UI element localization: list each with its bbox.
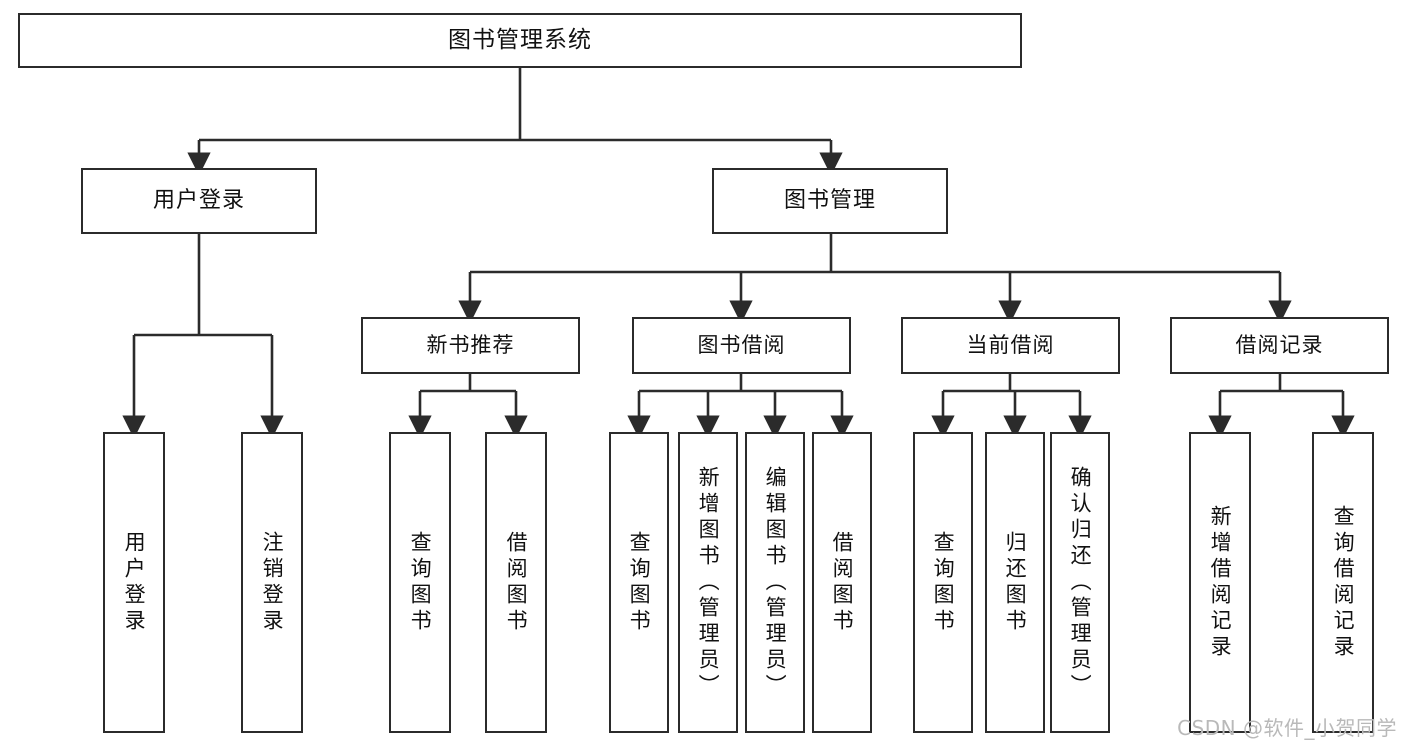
leaf-query-book-cb[interactable]: 查询图书: [913, 432, 973, 733]
node-current-borrow[interactable]: 当前借阅: [901, 317, 1120, 374]
node-book-management-label: 图书管理: [783, 188, 876, 214]
node-new-book-recommend[interactable]: 新书推荐: [361, 317, 580, 374]
leaf-query-book-cb-label: 查询图书: [931, 530, 956, 635]
leaf-user-login[interactable]: 用户登录: [103, 432, 165, 733]
leaf-return-book-label: 归还图书: [1003, 530, 1028, 635]
leaf-add-book-admin[interactable]: 新增图书（管理员）: [678, 432, 738, 733]
leaf-query-book-bb-label: 查询图书: [627, 530, 652, 635]
leaf-query-borrow-record[interactable]: 查询借阅记录: [1312, 432, 1374, 733]
node-current-borrow-label: 当前借阅: [966, 333, 1055, 358]
node-book-borrow-label: 图书借阅: [697, 333, 786, 358]
node-book-management[interactable]: 图书管理: [712, 168, 948, 234]
leaf-add-book-admin-label: 新增图书（管理员）: [696, 465, 721, 700]
node-user-login-label: 用户登录: [152, 188, 245, 214]
leaf-query-borrow-record-label: 查询借阅记录: [1331, 504, 1356, 661]
leaf-edit-book-admin-label: 编辑图书（管理员）: [763, 465, 788, 700]
leaf-borrow-book-nbr-label: 借阅图书: [504, 530, 529, 635]
leaf-logout[interactable]: 注销登录: [241, 432, 303, 733]
leaf-confirm-return-admin-label: 确认归还（管理员）: [1068, 465, 1093, 700]
node-new-book-recommend-label: 新书推荐: [426, 333, 515, 358]
leaf-edit-book-admin[interactable]: 编辑图书（管理员）: [745, 432, 805, 733]
node-root-label: 图书管理系统: [448, 27, 592, 54]
watermark-text: CSDN @软件_小贺同学: [1177, 716, 1397, 740]
leaf-return-book[interactable]: 归还图书: [985, 432, 1045, 733]
node-borrow-record-label: 借阅记录: [1235, 333, 1324, 358]
leaf-confirm-return-admin[interactable]: 确认归还（管理员）: [1050, 432, 1110, 733]
leaf-borrow-book-bb[interactable]: 借阅图书: [812, 432, 872, 733]
leaf-borrow-book-bb-label: 借阅图书: [830, 530, 855, 635]
leaf-borrow-book-nbr[interactable]: 借阅图书: [485, 432, 547, 733]
node-borrow-record[interactable]: 借阅记录: [1170, 317, 1389, 374]
leaf-query-book-bb[interactable]: 查询图书: [609, 432, 669, 733]
node-root[interactable]: 图书管理系统: [18, 13, 1022, 68]
node-book-borrow[interactable]: 图书借阅: [632, 317, 851, 374]
leaf-query-book-nbr[interactable]: 查询图书: [389, 432, 451, 733]
leaf-user-login-label: 用户登录: [122, 530, 147, 635]
leaf-add-borrow-record-label: 新增借阅记录: [1208, 504, 1233, 661]
leaf-logout-label: 注销登录: [260, 530, 285, 635]
leaf-query-book-nbr-label: 查询图书: [408, 530, 433, 635]
node-user-login[interactable]: 用户登录: [81, 168, 317, 234]
leaf-add-borrow-record[interactable]: 新增借阅记录: [1189, 432, 1251, 733]
